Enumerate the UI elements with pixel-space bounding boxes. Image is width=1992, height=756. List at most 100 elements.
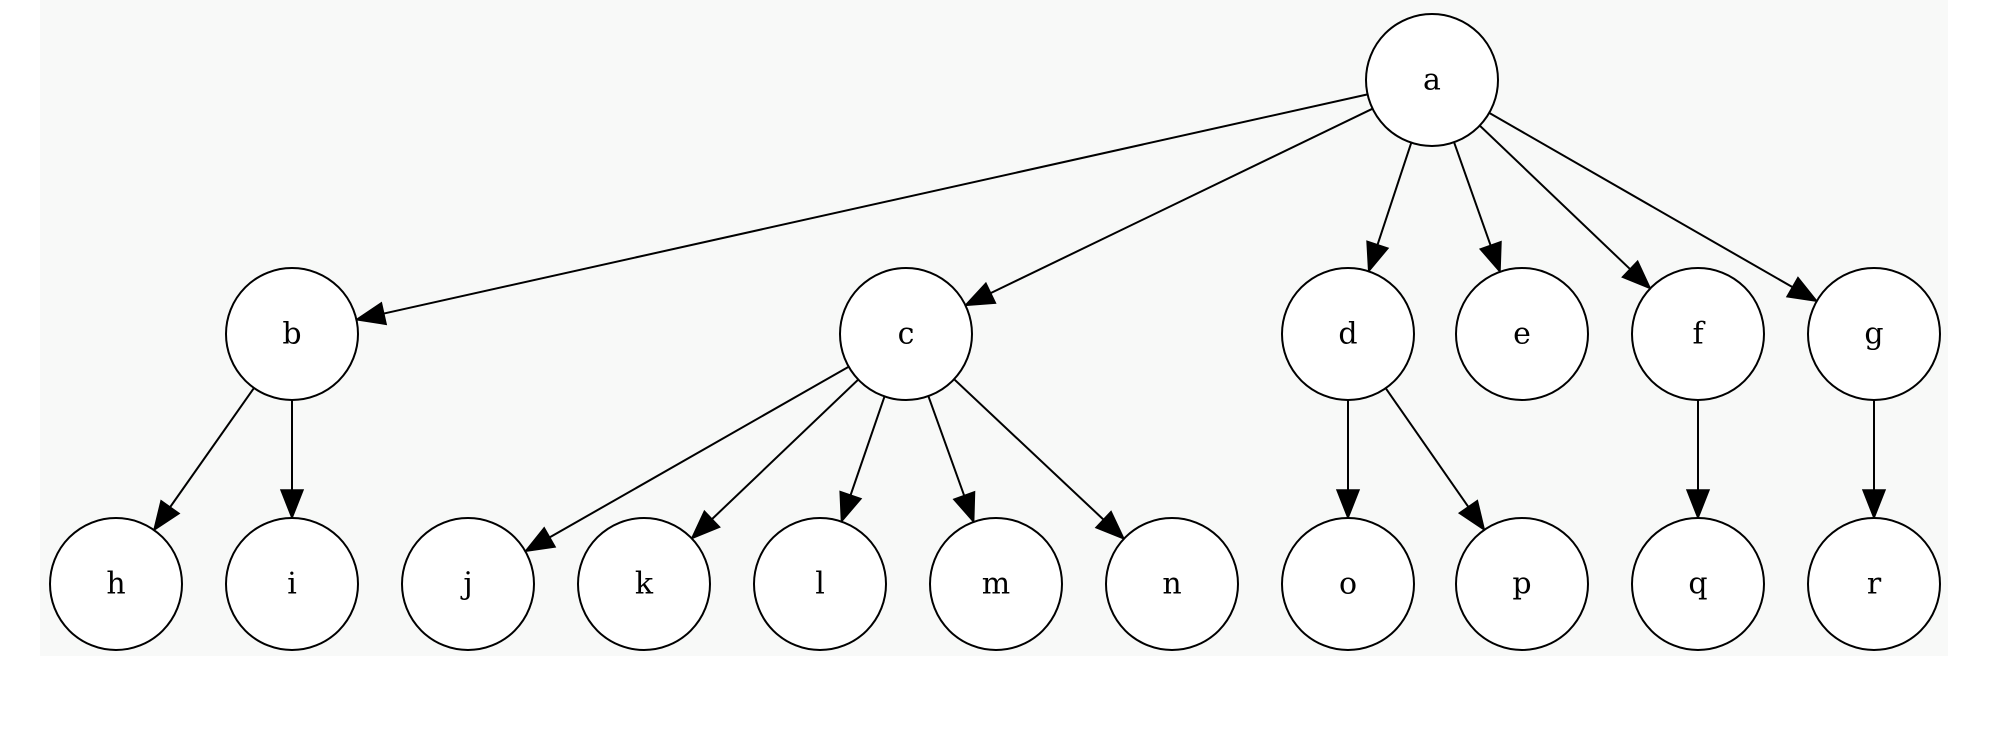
edge-c-j xyxy=(523,365,850,553)
edge-a-c xyxy=(963,107,1374,307)
node-label: b xyxy=(282,317,301,352)
edge-line xyxy=(927,395,966,496)
arrow-head xyxy=(963,281,997,307)
node-label: g xyxy=(1864,317,1883,352)
node-label: l xyxy=(815,567,825,602)
node-f[interactable]: f xyxy=(1631,267,1765,401)
edge-line xyxy=(549,365,850,539)
node-r[interactable]: r xyxy=(1807,517,1941,651)
edge-line xyxy=(1479,124,1631,270)
node-circle[interactable] xyxy=(1281,267,1415,401)
node-label: h xyxy=(106,567,125,602)
arrow-head xyxy=(279,489,305,521)
edge-d-o xyxy=(1335,400,1361,521)
arrow-head xyxy=(1478,240,1502,274)
arrow-head xyxy=(839,490,863,524)
node-m[interactable]: m xyxy=(929,517,1063,651)
node-circle[interactable] xyxy=(1807,517,1941,651)
node-circle[interactable] xyxy=(225,517,359,651)
edge-c-m xyxy=(927,395,976,524)
node-label: n xyxy=(1162,567,1181,602)
arrow-head xyxy=(1785,276,1819,303)
node-e[interactable]: e xyxy=(1455,267,1589,401)
nodes-layer: a b c d e f g h i j k l m n o p q r xyxy=(49,13,1941,651)
arrow-head xyxy=(690,509,721,540)
node-q[interactable]: q xyxy=(1631,517,1765,651)
node-circle[interactable] xyxy=(839,267,973,401)
edge-b-i xyxy=(279,400,305,521)
node-b[interactable]: b xyxy=(225,267,359,401)
arrow-head xyxy=(952,490,976,524)
node-j[interactable]: j xyxy=(401,517,535,651)
edge-line xyxy=(990,107,1374,295)
arrow-head xyxy=(523,526,557,553)
edge-b-h xyxy=(152,387,255,532)
node-g[interactable]: g xyxy=(1807,267,1941,401)
arrow-head xyxy=(1861,489,1887,521)
node-circle[interactable] xyxy=(1631,267,1765,401)
edge-c-l xyxy=(839,396,886,524)
node-label: c xyxy=(898,317,915,352)
node-label: q xyxy=(1688,567,1707,602)
node-label: d xyxy=(1338,317,1357,352)
edge-line xyxy=(711,378,859,520)
node-circle[interactable] xyxy=(1455,267,1589,401)
node-p[interactable]: p xyxy=(1455,517,1589,651)
edge-d-p xyxy=(1384,387,1486,532)
node-label: f xyxy=(1692,317,1705,352)
arrow-head xyxy=(1457,499,1486,532)
node-circle[interactable] xyxy=(753,517,887,651)
node-n[interactable]: n xyxy=(1105,517,1239,651)
edge-c-k xyxy=(690,378,859,540)
edge-line xyxy=(1453,141,1492,246)
node-label: j xyxy=(460,567,472,602)
node-i[interactable]: i xyxy=(225,517,359,651)
node-label: r xyxy=(1867,567,1882,602)
node-circle[interactable] xyxy=(49,517,183,651)
edge-line xyxy=(1384,387,1470,508)
node-label: a xyxy=(1423,63,1441,98)
arrow-head xyxy=(1366,240,1390,274)
arrow-head xyxy=(1094,510,1126,541)
node-circle[interactable] xyxy=(1631,517,1765,651)
node-l[interactable]: l xyxy=(753,517,887,651)
arrow-head xyxy=(354,301,388,326)
node-circle[interactable] xyxy=(1807,267,1941,401)
edge-a-f xyxy=(1479,124,1652,290)
edge-a-d xyxy=(1366,142,1413,274)
edge-a-e xyxy=(1453,141,1502,274)
node-h[interactable]: h xyxy=(49,517,183,651)
node-circle[interactable] xyxy=(1365,13,1499,147)
node-o[interactable]: o xyxy=(1281,517,1415,651)
node-circle[interactable] xyxy=(401,517,535,651)
node-circle[interactable] xyxy=(1105,517,1239,651)
node-a[interactable]: a xyxy=(1365,13,1499,147)
node-circle[interactable] xyxy=(225,267,359,401)
node-k[interactable]: k xyxy=(577,517,711,651)
edge-c-n xyxy=(953,378,1126,541)
arrow-head xyxy=(1621,259,1652,290)
edge-a-b xyxy=(354,93,1368,326)
node-d[interactable]: d xyxy=(1281,267,1415,401)
node-circle[interactable] xyxy=(1281,517,1415,651)
node-label: o xyxy=(1339,567,1357,602)
node-circle[interactable] xyxy=(1455,517,1589,651)
edge-line xyxy=(1376,142,1413,246)
node-circle[interactable] xyxy=(577,517,711,651)
edge-f-q xyxy=(1685,400,1711,521)
arrow-head xyxy=(152,499,181,532)
edge-line xyxy=(169,387,255,508)
edge-line xyxy=(953,378,1105,521)
node-c[interactable]: c xyxy=(839,267,973,401)
arrow-head xyxy=(1335,489,1361,521)
node-label: k xyxy=(635,567,654,602)
node-label: p xyxy=(1512,567,1531,602)
edge-a-g xyxy=(1488,112,1819,303)
node-circle[interactable] xyxy=(929,517,1063,651)
edge-line xyxy=(383,93,1368,315)
edge-g-r xyxy=(1861,400,1887,521)
arrow-head xyxy=(1685,489,1711,521)
node-label: e xyxy=(1513,317,1531,352)
